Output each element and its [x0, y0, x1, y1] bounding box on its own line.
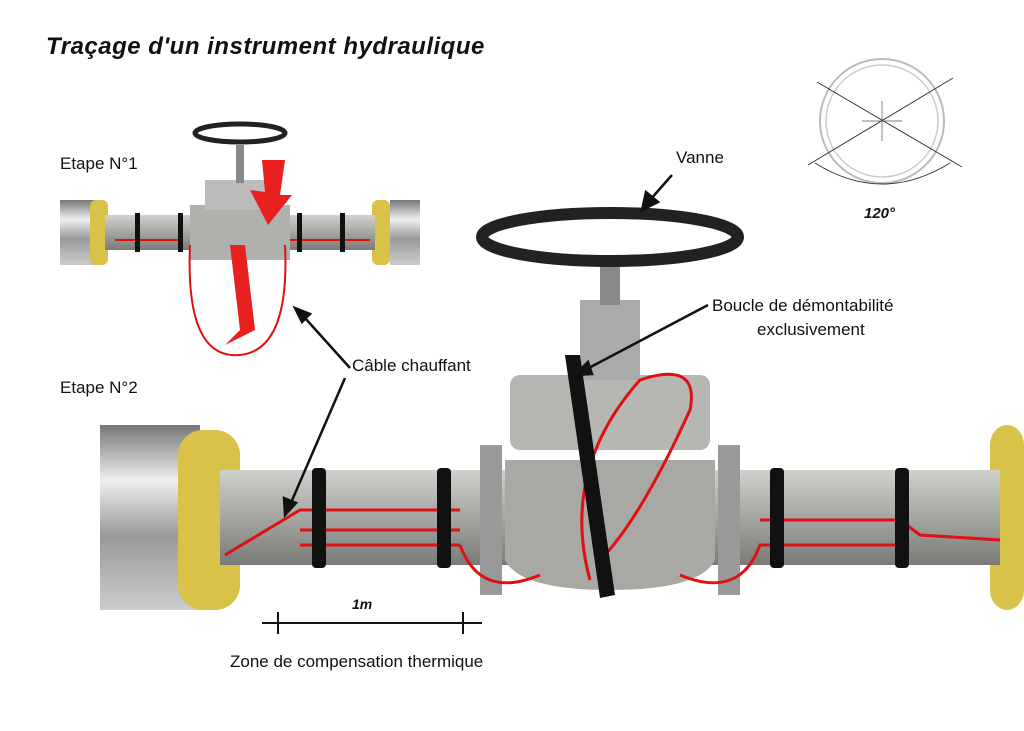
loop-label-line2: exclusivement [757, 320, 865, 339]
cable-label: Câble chauffant [352, 356, 471, 375]
valve-label: Vanne [676, 148, 724, 167]
page-title: Traçage d'un instrument hydraulique [46, 33, 485, 60]
loop-label-line1: Boucle de démontabilité [712, 296, 894, 315]
zone-label: Zone de compensation thermique [230, 652, 484, 671]
scale-label: 1m [352, 596, 373, 612]
cross-section-diagram [807, 58, 963, 185]
angle-label: 120° [864, 205, 896, 222]
callout-arrows [282, 174, 709, 519]
step2-label: Etape N°2 [60, 378, 138, 397]
step2-illustration [100, 207, 1024, 610]
step1-label: Etape N°1 [60, 154, 138, 173]
step1-illustration [60, 121, 420, 357]
scale-bar [262, 612, 482, 634]
